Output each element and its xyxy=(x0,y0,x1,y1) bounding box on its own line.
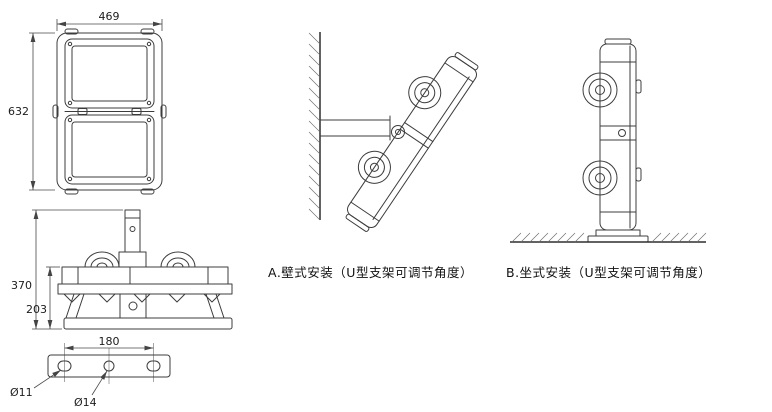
front-width-dimension: 469 xyxy=(56,10,163,31)
pivot-bolt xyxy=(391,125,405,139)
side-lower-height-dimension: 203 xyxy=(26,266,60,329)
wall-mount-caption: A.壁式安装（U型支架可调节角度） xyxy=(268,265,473,280)
side-total-height-dimension: 370 xyxy=(11,209,123,330)
plate-180-label: 180 xyxy=(99,335,120,348)
slot-diameter-label: Ø11 xyxy=(10,386,33,399)
wall-mount-view xyxy=(308,32,479,232)
front-height-dimension: 632 xyxy=(8,32,55,191)
side-view: 370 203 xyxy=(11,209,233,330)
mount-plate-view: 180 Ø11 Ø14 xyxy=(10,335,171,409)
ground-surface xyxy=(510,232,707,243)
plate-hole-callouts: Ø11 Ø14 xyxy=(10,369,108,409)
tilted-fixture xyxy=(345,52,479,232)
side-view-drawing xyxy=(57,209,233,330)
mount-plate-drawing xyxy=(47,354,171,378)
front-view: 469 632 xyxy=(8,10,167,195)
plate-spacing-dimension: 180 xyxy=(64,335,154,384)
front-height-label: 632 xyxy=(8,105,29,118)
wall-surface xyxy=(308,32,321,221)
front-view-drawing xyxy=(52,28,167,195)
center-hole-diameter-label: Ø14 xyxy=(74,396,97,409)
front-width-label: 469 xyxy=(99,10,120,23)
side-203-label: 203 xyxy=(26,303,47,316)
side-370-label: 370 xyxy=(11,279,32,292)
upright-fixture xyxy=(582,38,649,243)
base-mount-caption: B.坐式安装（U型支架可调节角度） xyxy=(506,265,712,280)
wall-bracket-arm xyxy=(319,115,391,141)
base-mount-view xyxy=(510,38,707,243)
